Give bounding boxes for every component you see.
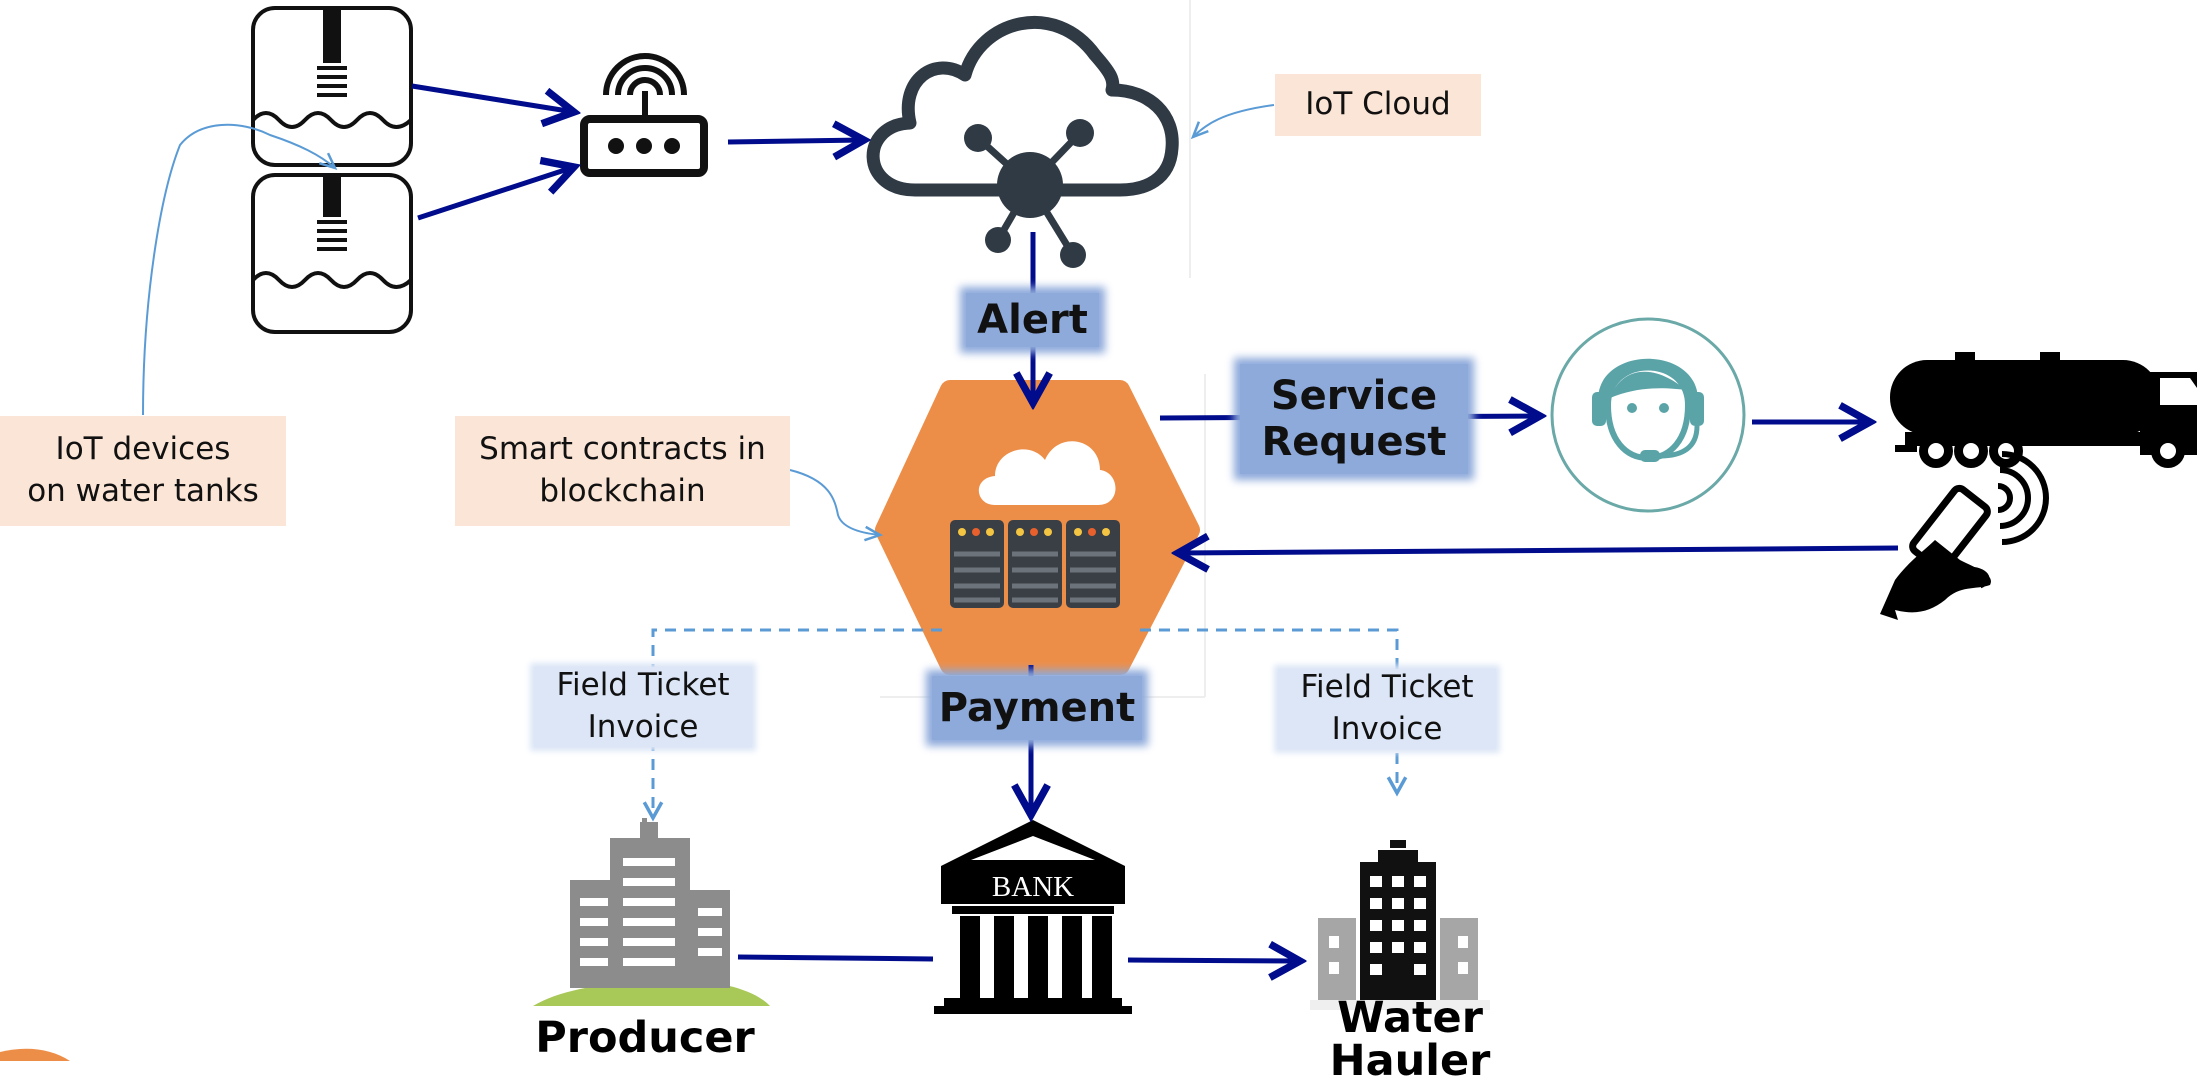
iot-cloud-label: IoT Cloud	[1275, 74, 1481, 136]
customer-service-agent-icon	[1550, 317, 1746, 513]
hand-phone-tap-icon	[1880, 451, 2049, 620]
water-tanker-truck-icon	[1890, 352, 2197, 468]
iot-devices-label: IoT devices on water tanks	[0, 416, 286, 526]
bank-building-icon: BANK	[934, 820, 1132, 1014]
field-ticket-invoice-right-label: Field Ticket Invoice	[1278, 669, 1496, 749]
field-ticket-invoice-left-label: Field Ticket Invoice	[534, 667, 752, 747]
water-hauler-label: Water Hauler	[1329, 992, 1491, 1086]
alert-label: Alert	[966, 293, 1099, 347]
smart-contracts-label: Smart contracts in blockchain	[455, 416, 790, 526]
producer-label: Producer	[535, 1013, 755, 1063]
water-tank-sensor-icon	[251, 6, 413, 167]
payment-label: Payment	[932, 676, 1142, 740]
bank-sign-text: BANK	[992, 871, 1074, 903]
iot-cloud-icon	[866, 15, 1179, 268]
water-delivery-diagram: BANK	[0, 0, 2197, 1061]
producer-building-icon	[533, 818, 770, 1006]
decorative-arc	[0, 1048, 70, 1061]
blockchain-server-hexagon-icon	[875, 380, 1200, 675]
water-hauler-building-icon	[1310, 840, 1490, 1010]
water-tank-sensor-icon	[251, 173, 413, 334]
wifi-router-icon	[580, 53, 708, 177]
service-request-label: Service Request	[1240, 364, 1468, 474]
callout-lines	[142, 104, 1275, 542]
